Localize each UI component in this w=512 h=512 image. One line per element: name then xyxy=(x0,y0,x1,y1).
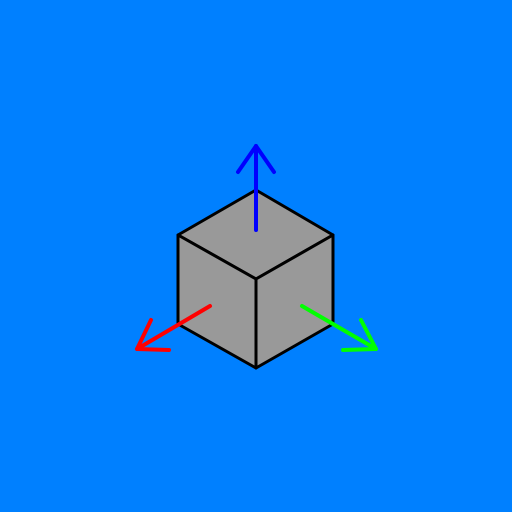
axis-y-shaft xyxy=(300,304,378,351)
axis-y-arrow-icon xyxy=(300,304,378,352)
cube-icon xyxy=(176,188,335,370)
axis-x-shaft xyxy=(135,304,212,351)
axis-z-head xyxy=(236,144,276,174)
axis-x-arrow-icon xyxy=(135,304,212,352)
axis-x-head xyxy=(135,318,171,352)
axis-y-head xyxy=(341,318,378,352)
axis-z-arrow-icon xyxy=(236,144,276,232)
